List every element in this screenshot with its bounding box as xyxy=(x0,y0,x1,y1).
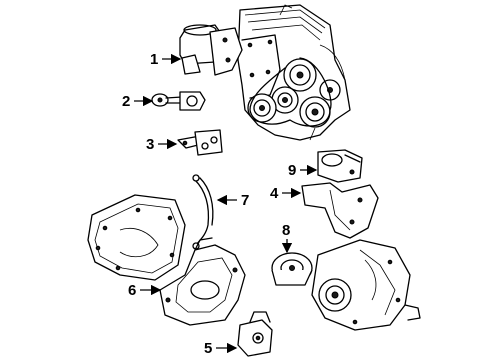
callout-1: 1 xyxy=(150,51,158,68)
part-5-lower-mount xyxy=(237,311,273,357)
transaxle-right xyxy=(311,239,421,331)
callout-4: 4 xyxy=(270,185,279,202)
part-2-torque-strut xyxy=(151,91,206,111)
callout-3: 3 xyxy=(146,136,154,153)
engine-assembly xyxy=(237,4,351,141)
callout-7: 7 xyxy=(241,192,249,209)
part-8-round-mount xyxy=(271,252,313,286)
callout-8: 8 xyxy=(282,222,290,239)
callout-2: 2 xyxy=(122,93,130,110)
part-1-upper-mount xyxy=(179,24,243,76)
transmission-case-left xyxy=(87,194,186,281)
part-3-bracket xyxy=(177,129,223,156)
callout-6: 6 xyxy=(128,282,136,299)
part-6-crossmember xyxy=(159,237,246,326)
part-4-mount-bracket xyxy=(301,182,379,239)
callout-9: 9 xyxy=(288,162,296,179)
callout-5: 5 xyxy=(204,340,212,357)
part-9-engine-mount xyxy=(317,149,363,183)
